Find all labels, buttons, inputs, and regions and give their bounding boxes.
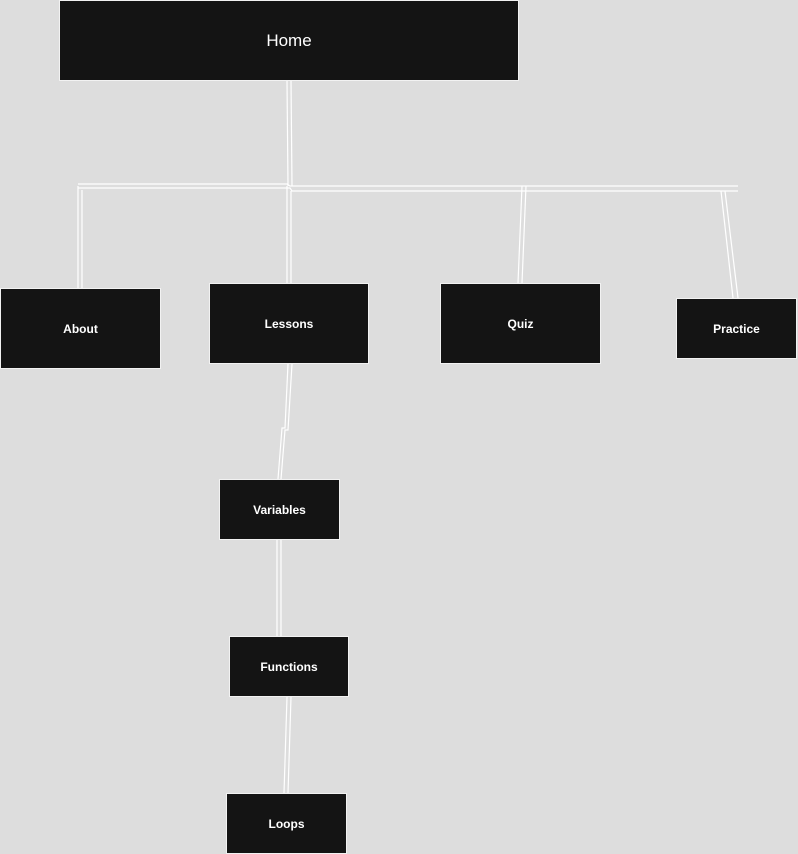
- connector-lessons: [286, 186, 292, 283]
- node-lessons-label: Lessons: [264, 316, 314, 331]
- connector-functions: [276, 540, 282, 636]
- connector-home-bus: [286, 80, 293, 187]
- node-loops-label: Loops: [268, 816, 305, 831]
- node-home-label: Home: [266, 30, 312, 50]
- connector-quiz: [517, 185, 527, 284]
- connector-variables: [277, 363, 293, 480]
- connector-bus: [78, 183, 738, 192]
- node-home[interactable]: Home: [59, 0, 519, 81]
- connector-loops: [283, 696, 292, 794]
- node-lessons[interactable]: Lessons: [209, 283, 369, 364]
- node-practice-label: Practice: [713, 321, 760, 336]
- node-variables[interactable]: Variables: [219, 479, 340, 540]
- node-loops[interactable]: Loops: [226, 793, 347, 854]
- connector-about: [77, 186, 83, 288]
- connector-practice: [720, 190, 739, 299]
- node-functions[interactable]: Functions: [229, 636, 349, 697]
- node-quiz-label: Quiz: [507, 316, 534, 331]
- node-about-label: About: [63, 321, 98, 336]
- node-variables-label: Variables: [253, 502, 306, 517]
- node-quiz[interactable]: Quiz: [440, 283, 601, 364]
- node-functions-label: Functions: [260, 659, 318, 674]
- node-practice[interactable]: Practice: [676, 298, 797, 359]
- node-about[interactable]: About: [0, 288, 161, 369]
